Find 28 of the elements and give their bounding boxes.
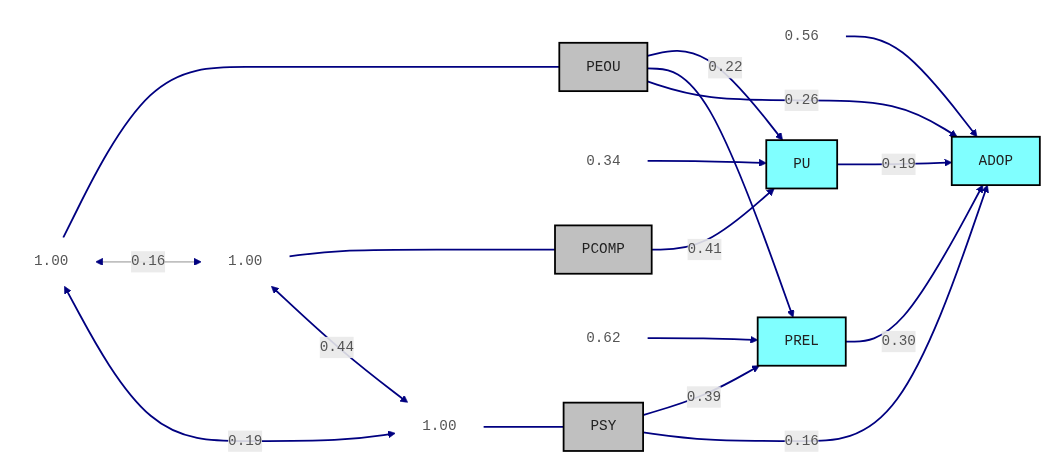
node-text: 0.56 <box>784 28 819 45</box>
edge-label: 0.44 <box>319 339 355 356</box>
node-text: 1.00 <box>34 253 69 270</box>
connector <box>288 248 556 258</box>
arrow <box>271 285 409 403</box>
node-box: PSY <box>562 401 644 452</box>
node-box: PCOMP <box>554 224 653 275</box>
edge-label: 0.19 <box>228 433 263 450</box>
edge-label: 0.41 <box>687 241 722 258</box>
node-text: 1.00 <box>228 253 263 270</box>
node-text: 0.62 <box>586 330 621 347</box>
node-box: ADOP <box>950 135 1041 186</box>
arrow <box>844 35 978 138</box>
node-text: 1.00 <box>422 418 457 435</box>
edge-label: 0.26 <box>784 92 819 109</box>
edge-label: 0.30 <box>881 333 916 350</box>
edge-label: 0.19 <box>881 156 916 173</box>
arrow <box>646 67 795 318</box>
edge-label: 0.16 <box>784 433 819 450</box>
edge-label: 0.22 <box>708 59 743 76</box>
node-box: PREL <box>756 316 847 367</box>
node-text: 0.34 <box>586 152 621 170</box>
edge-label: 0.16 <box>131 253 166 270</box>
node-box: PU <box>765 139 839 190</box>
edge-label: 0.39 <box>686 388 722 406</box>
arrow <box>646 158 767 167</box>
arrow <box>64 286 396 442</box>
node-box: PEOU <box>558 41 649 93</box>
